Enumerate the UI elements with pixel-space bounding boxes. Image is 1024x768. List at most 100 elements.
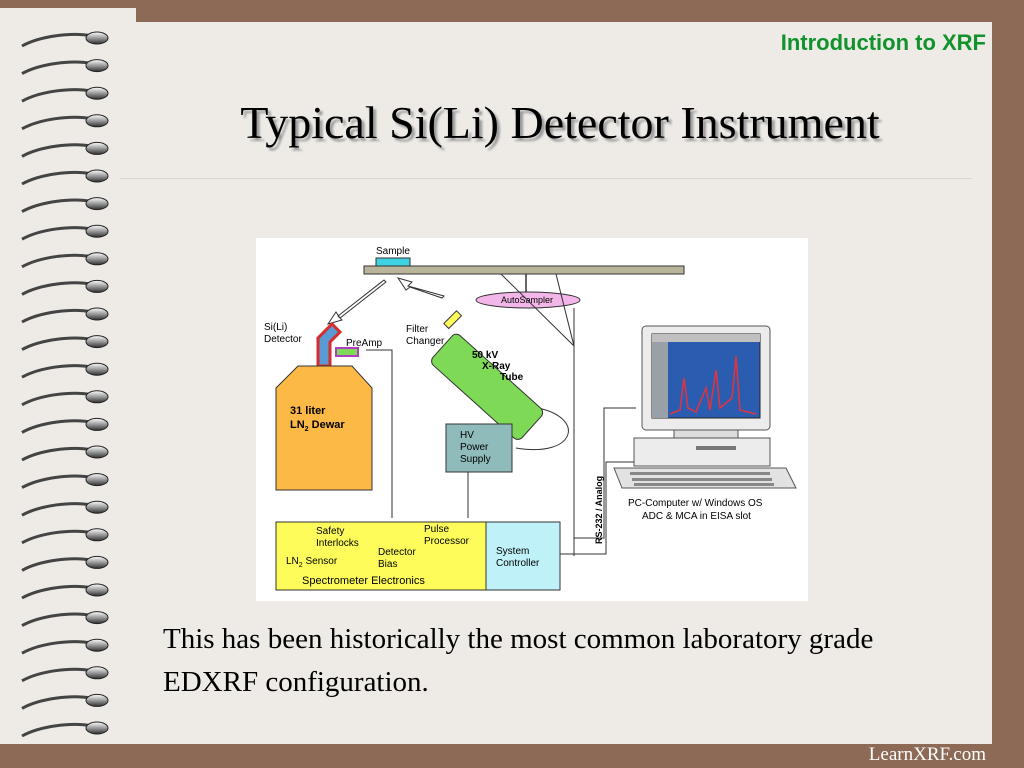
- binding-ring: [85, 335, 109, 349]
- binding-ring: [85, 31, 109, 45]
- header-label: Introduction to XRF: [780, 30, 986, 55]
- binding-ring: [85, 141, 109, 155]
- preamp-box: [335, 347, 359, 357]
- hv-power-supply: [445, 423, 513, 473]
- emission-arrow: [326, 279, 387, 325]
- detector-label-1: Si(Li): [264, 322, 287, 333]
- safety-label-2: Interlocks: [316, 538, 359, 549]
- body-text: This has been historically the most comm…: [163, 623, 874, 698]
- binding-ring: [85, 693, 109, 707]
- pulse-label-2: Processor: [424, 536, 470, 547]
- binding-wire: [21, 612, 93, 627]
- binding-wire: [21, 253, 93, 269]
- hv-label-2: Power: [460, 442, 489, 453]
- instrument-diagram-svg: Sample AutoSampler Si(Li) Dete: [264, 246, 797, 591]
- silicon-detector: [316, 321, 343, 368]
- ln2-sensor-label: LN2 Sensor: [286, 556, 338, 569]
- binding-wire: [21, 281, 93, 296]
- binding-wire: [21, 446, 93, 462]
- binding-ring: [85, 445, 109, 459]
- binding-ring: [85, 169, 109, 183]
- binding-wire: [21, 419, 93, 434]
- hv-label-3: Supply: [460, 454, 491, 465]
- binding-ring: [85, 86, 109, 100]
- binding-wire: [21, 474, 93, 489]
- system-label-1: System: [496, 546, 529, 557]
- rs232-label: RS-232 / Analog: [594, 476, 604, 544]
- binding-wire: [21, 226, 93, 241]
- pc-computer: [613, 325, 797, 489]
- spiral-binding: [21, 31, 109, 738]
- binding-ring: [85, 59, 109, 73]
- detector-label-2: Detector: [264, 334, 302, 345]
- binding-wire: [21, 88, 93, 103]
- binding-ring: [85, 583, 109, 597]
- xray-label-2: X-Ray: [482, 361, 511, 372]
- binding-ring: [85, 721, 109, 735]
- excitation-arrow: [396, 277, 445, 299]
- binding-wire: [21, 60, 93, 75]
- footer-credit: LearnXRF.com: [868, 744, 986, 765]
- dewar-label-1: 31 liter: [290, 405, 326, 417]
- xray-tube: [431, 333, 544, 440]
- binding-wire: [21, 640, 93, 655]
- binding-wire: [21, 143, 93, 158]
- binding-wire: [21, 391, 93, 407]
- binding-wire: [21, 529, 93, 545]
- system-controller: [485, 521, 561, 591]
- binding-ring: [85, 473, 109, 487]
- binding-ring: [85, 307, 109, 321]
- xray-label-1: 50 kV: [472, 350, 498, 361]
- preamp-label: PreAmp: [346, 338, 383, 349]
- title-divider: [120, 178, 972, 179]
- binding-wire: [21, 695, 93, 710]
- rs232-cable: [560, 461, 634, 555]
- sample-stage-bar: [363, 265, 685, 275]
- filter-label-1: Filter: [406, 324, 429, 335]
- binding-wire: [21, 308, 93, 324]
- instrument-diagram: Sample AutoSampler Si(Li) Dete: [256, 238, 808, 601]
- sample-label: Sample: [376, 246, 410, 257]
- binding-ring: [85, 390, 109, 404]
- binding-wire: [21, 364, 93, 379]
- bias-label-1: Detector: [378, 547, 416, 558]
- xray-label-3: Tube: [500, 372, 524, 383]
- binding-wire: [21, 722, 93, 738]
- binding-ring: [85, 197, 109, 211]
- sample-holder: [375, 257, 411, 267]
- binding-ring: [85, 666, 109, 680]
- binding-wire: [21, 502, 93, 517]
- connection-wires: [366, 273, 636, 556]
- filter-label-2: Changer: [406, 336, 445, 347]
- binding-ring: [85, 611, 109, 625]
- binding-ring: [85, 500, 109, 514]
- binding-ring: [85, 252, 109, 266]
- binding-wire: [21, 584, 93, 600]
- safety-label-1: Safety: [316, 526, 344, 537]
- binding-wire: [21, 336, 93, 351]
- spectrometer-electronics: [275, 521, 487, 591]
- binding-wire: [21, 557, 93, 572]
- dewar-label-2: LN2 Dewar: [290, 419, 345, 433]
- binding-ring: [85, 528, 109, 542]
- binding-wire: [21, 32, 93, 48]
- binding-ring: [85, 417, 109, 431]
- binding-ring: [85, 114, 109, 128]
- binding-wire: [21, 115, 93, 131]
- binding-ring: [85, 224, 109, 238]
- binding-ring: [85, 362, 109, 376]
- filter-changer: [443, 310, 463, 330]
- pulse-label-1: Pulse: [424, 524, 449, 535]
- binding-ring: [85, 279, 109, 293]
- binding-wire: [21, 667, 93, 683]
- binding-wire: [21, 170, 93, 186]
- page-title: Typical Si(Li) Detector Instrument: [240, 97, 880, 148]
- pc-label-1: PC-Computer w/ Windows OS: [628, 498, 763, 509]
- electronics-label: Spectrometer Electronics: [302, 575, 425, 587]
- hv-label-1: HV: [460, 430, 474, 441]
- bias-label-2: Bias: [378, 559, 397, 570]
- system-label-2: Controller: [496, 558, 540, 569]
- binding-wire: [21, 198, 93, 213]
- binding-ring: [85, 555, 109, 569]
